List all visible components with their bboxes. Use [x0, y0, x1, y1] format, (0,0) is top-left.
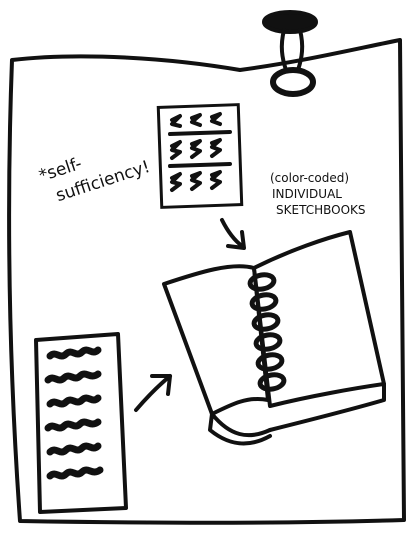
sketchbooks-label: SKETCHBOOKS: [276, 203, 366, 217]
notes-page: [36, 334, 126, 512]
color-coded-card: [158, 105, 241, 208]
color-coded-label: (color-coded): [270, 171, 349, 185]
individual-label: INDIVIDUAL: [272, 187, 342, 201]
